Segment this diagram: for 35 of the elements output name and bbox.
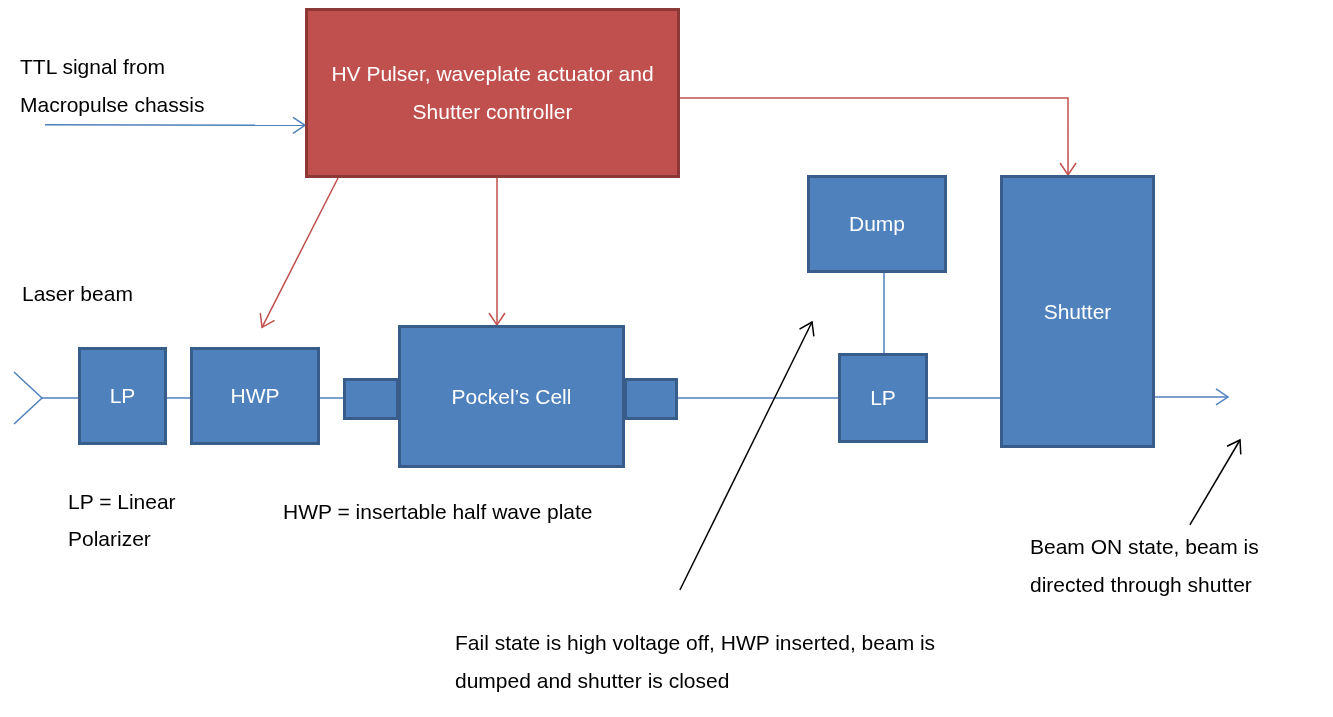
box-label: LP (869, 385, 897, 412)
arrow (44, 116, 306, 135)
leader-arrow (679, 321, 815, 591)
beam-line (927, 397, 1001, 399)
pockels-cell-box (398, 325, 625, 468)
beam-line (319, 397, 344, 399)
beam-line (677, 397, 839, 399)
box-label: Pockel’s Cell (450, 383, 573, 410)
polarizer-box (78, 347, 167, 445)
dump-box (807, 175, 947, 273)
arrow (1154, 388, 1229, 406)
box-label: Dump (848, 211, 906, 238)
signal-text: TTL signal from Macropulse chassis (10, 48, 260, 124)
polarizer-box (838, 353, 928, 443)
box-label: LP (108, 383, 137, 410)
note-text: Beam ON state, beam is directed through shutter (1020, 528, 1330, 604)
box-label: HWP (229, 383, 281, 410)
abbreviation-note: HWP = insertable half wave plate (283, 499, 594, 525)
abbreviation-note: LP = Linear Polarizer (68, 489, 177, 552)
box-label: Shutter (1042, 298, 1113, 325)
cell-end-box (624, 378, 678, 420)
note-text: Fail state is high voltage off, HWP inserted, beam is dumped and shutter is closed (445, 624, 985, 717)
beam-label: Laser beam (22, 281, 134, 307)
waveplate-box (190, 347, 320, 445)
shutter-box (1000, 175, 1155, 448)
arrow (13, 371, 79, 425)
beam-line (883, 272, 885, 354)
beam-line (166, 397, 191, 399)
arrow (259, 177, 339, 329)
controller-box (305, 8, 680, 178)
arrow (679, 97, 1077, 176)
leader-arrow (1189, 439, 1242, 526)
arrow (488, 177, 506, 326)
cell-end-box (343, 378, 399, 420)
box-label: HV Pulser, waveplate actuator and Shutter controller (330, 61, 655, 125)
